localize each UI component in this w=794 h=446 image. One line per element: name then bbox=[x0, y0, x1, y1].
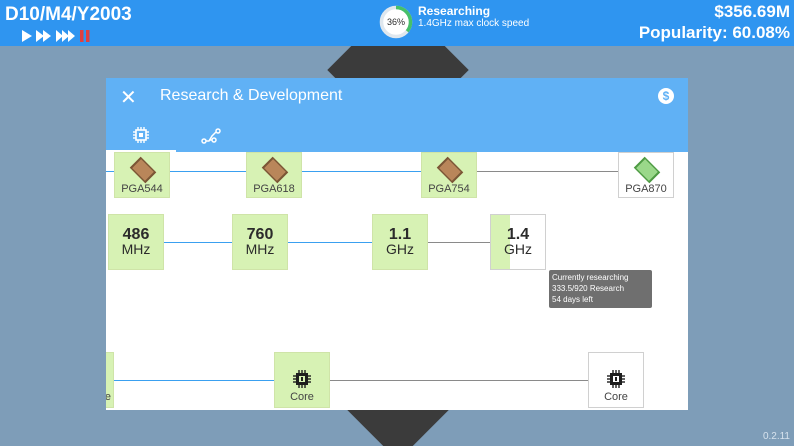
tree-link bbox=[328, 380, 590, 381]
modal-title: Research & Development bbox=[160, 87, 343, 104]
play-icon[interactable] bbox=[22, 30, 32, 42]
tree-node-pga544[interactable]: PGA544 bbox=[114, 152, 170, 198]
socket-chip-icon bbox=[436, 156, 464, 184]
tree-link bbox=[428, 242, 498, 243]
node-label: PGA754 bbox=[428, 183, 470, 195]
tree-node-pga618[interactable]: PGA618 bbox=[246, 152, 302, 198]
fast-forward-icon[interactable] bbox=[36, 30, 52, 42]
game-date: D10/M4/Y2003 bbox=[5, 4, 132, 25]
tree-node-pga870[interactable]: PGA870 bbox=[618, 152, 674, 198]
circuit-path-icon bbox=[201, 128, 221, 144]
tab-circuit[interactable] bbox=[176, 120, 246, 152]
pause-icon[interactable] bbox=[80, 30, 90, 42]
version-label: 0.2.11 bbox=[762, 431, 790, 442]
clock-unit: MHz bbox=[121, 241, 151, 257]
tree-link bbox=[476, 171, 626, 172]
tree-node-1-4ghz[interactable]: 1.4 GHz bbox=[490, 214, 546, 270]
modal-header: ✕ Research & Development $ bbox=[106, 78, 688, 152]
tree-link bbox=[162, 242, 432, 243]
socket-chip-icon bbox=[129, 156, 157, 184]
clock-unit: MHz bbox=[245, 241, 275, 257]
research-progress-fill bbox=[491, 215, 511, 269]
popularity-display: Popularity: 60.08% bbox=[638, 23, 790, 42]
node-label: PGA544 bbox=[121, 183, 163, 195]
clock-value: 486 bbox=[122, 226, 150, 243]
tree-node-core-locked[interactable]: Core bbox=[588, 352, 644, 408]
top-bar: D10/M4/Y2003 36% Researching 1.4GHz max … bbox=[0, 0, 794, 46]
node-label: PGA870 bbox=[625, 183, 667, 195]
tab-cpu[interactable] bbox=[106, 120, 176, 152]
clock-unit: GHz bbox=[386, 241, 414, 257]
clock-value: 1.1 bbox=[388, 226, 412, 243]
speed-controls bbox=[22, 30, 90, 42]
clock-value: 760 bbox=[246, 226, 274, 243]
money-display: $356.69M bbox=[714, 2, 790, 21]
clock-value: 1.4 bbox=[506, 226, 530, 243]
node-label: Core bbox=[604, 391, 628, 403]
core-chip-icon bbox=[293, 370, 311, 388]
tree-node-486mhz[interactable]: 486 MHz bbox=[108, 214, 164, 270]
research-progress-ring[interactable] bbox=[378, 4, 414, 40]
node-label: Core bbox=[290, 391, 314, 403]
tree-node-760mhz[interactable]: 760 MHz bbox=[232, 214, 288, 270]
tree-node-1-1ghz[interactable]: 1.1 GHz bbox=[372, 214, 428, 270]
tree-node-core[interactable]: Core bbox=[274, 352, 330, 408]
core-chip-icon bbox=[607, 370, 625, 388]
tooltip-line: Currently researching bbox=[552, 273, 629, 282]
socket-chip-icon bbox=[633, 156, 661, 184]
tooltip-line: 54 days left bbox=[552, 295, 593, 304]
node-label: PGA618 bbox=[253, 183, 295, 195]
tree-link bbox=[106, 380, 326, 381]
research-tooltip: Currently researching 333.5/920 Research… bbox=[549, 270, 652, 308]
tree-node-core-partial[interactable]: e bbox=[106, 352, 114, 408]
close-icon[interactable]: ✕ bbox=[120, 87, 137, 109]
research-subtitle: 1.4GHz max clock speed bbox=[418, 18, 530, 29]
research-tree: PGA544 PGA618 PGA754 PGA870 486 MHz 760 … bbox=[106, 152, 688, 410]
research-title: Researching bbox=[418, 4, 491, 18]
dollar-coin-icon[interactable]: $ bbox=[658, 88, 674, 104]
node-label: e bbox=[106, 391, 111, 403]
tooltip-line: 333.5/920 Research bbox=[552, 284, 625, 293]
tree-node-pga754[interactable]: PGA754 bbox=[421, 152, 477, 198]
clock-unit: GHz bbox=[504, 241, 532, 257]
research-development-modal: ✕ Research & Development $ bbox=[106, 78, 688, 410]
faster-forward-icon[interactable] bbox=[56, 30, 76, 42]
socket-chip-icon bbox=[261, 156, 289, 184]
cpu-chip-icon bbox=[133, 127, 149, 143]
research-percent: 36% bbox=[386, 17, 405, 27]
